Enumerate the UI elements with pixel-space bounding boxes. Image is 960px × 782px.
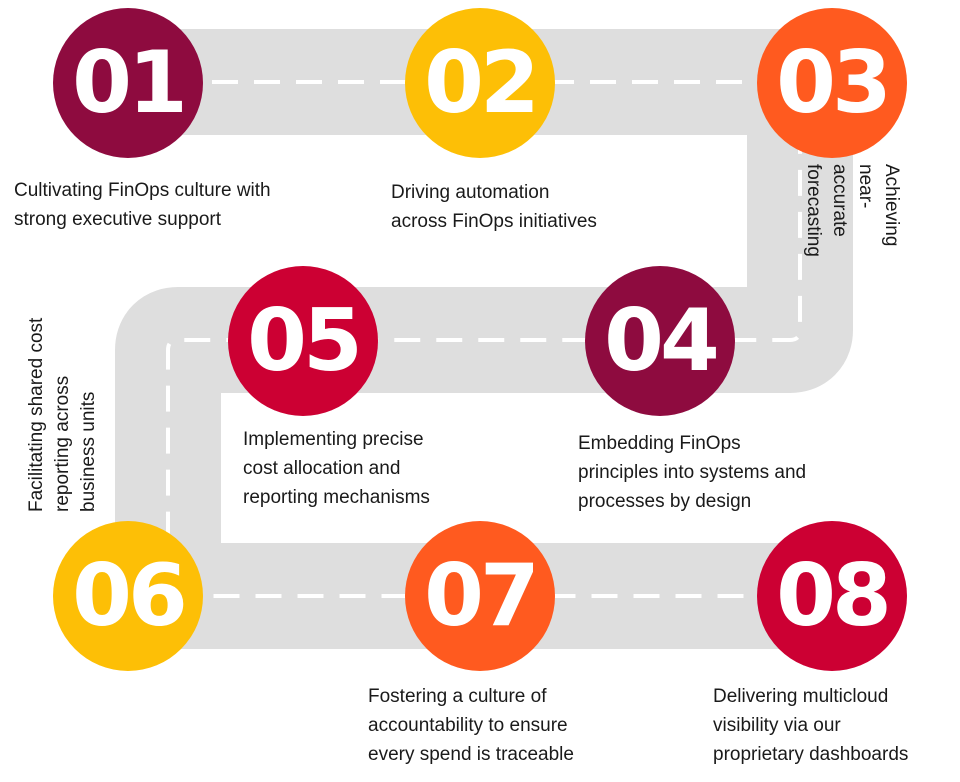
step-08-number: 08 (776, 546, 892, 646)
step-07-description: Fostering a culture of accountability to… (368, 686, 574, 765)
step-04-circle: 04 (585, 266, 735, 416)
step-01-circle: 01 (53, 8, 203, 158)
step-06-description: Facilitating shared cost reporting acros… (26, 317, 99, 512)
step-03-circle: 03 (757, 8, 907, 158)
step-03-number: 03 (776, 33, 892, 133)
step-08-circle: 08 (757, 521, 907, 671)
step-03-description: Achieving near-accurate forecasting (803, 164, 902, 257)
step-05-number: 05 (247, 291, 363, 391)
step-02-description: Driving automation across FinOps initiat… (391, 182, 597, 232)
step-02-circle: 02 (405, 8, 555, 158)
step-07-circle: 07 (405, 521, 555, 671)
step-07-number: 07 (424, 546, 540, 646)
step-04-number: 04 (604, 291, 720, 391)
step-01-number: 01 (72, 33, 188, 133)
step-06-circle: 06 (53, 521, 203, 671)
step-05-description: Implementing precise cost allocation and… (243, 429, 430, 508)
step-06-number: 06 (72, 546, 188, 646)
step-04-description: Embedding FinOps principles into systems… (578, 433, 807, 512)
step-08-description: Delivering multicloud visibility via our… (713, 686, 909, 765)
step-02-number: 02 (424, 33, 540, 133)
step-01-description: Cultivating FinOps culture with strong e… (14, 180, 271, 230)
step-05-circle: 05 (228, 266, 378, 416)
